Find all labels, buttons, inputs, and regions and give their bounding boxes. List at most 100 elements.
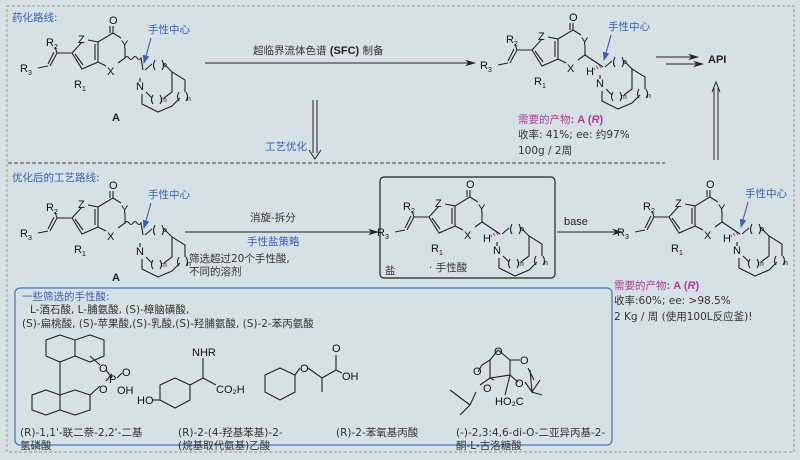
acid1-o3: O [99, 384, 108, 396]
ring-index-m: m [518, 261, 524, 268]
acid4-co2h: HO₂C [495, 396, 524, 408]
sfc-arrow-label: 超临界流体色谱 (SFC) 制备 [253, 44, 384, 57]
ring-index-n: n [544, 260, 548, 267]
chiral-center-label: 手性中心 [148, 23, 190, 36]
y-atom: Y [581, 36, 589, 48]
r2-atom: R2 [643, 201, 655, 215]
r3-atom: R3 [617, 227, 629, 241]
stereo-h-atom: H [483, 233, 491, 245]
process-optimization-label: 工艺优化 [265, 140, 307, 153]
carbonyl-o-atom: O [466, 179, 475, 191]
z-atom: Z [435, 198, 442, 210]
acids-list-line-2: (S)-扁桃酸, (S)-苹果酸,(S)-乳酸,(S)-羟脯氨酸, (S)-2-… [22, 317, 314, 330]
screening-note-2: 不同的溶剂 [189, 265, 242, 278]
ring-index-n: n [647, 93, 651, 100]
acid4-o3: O [473, 366, 482, 378]
y-atom: Y [121, 39, 129, 51]
z-atom: Z [538, 31, 545, 43]
z-atom: Z [675, 198, 682, 210]
compound-a-label-process: A [112, 272, 120, 284]
n-atom: N [493, 245, 501, 257]
acid1-name-2: 氢磷酸 [20, 439, 52, 452]
medchem-throughput: 100g / 2周 [518, 145, 572, 157]
hydroxyphenylglycine-structure [159, 358, 217, 409]
r2-atom: R2 [506, 34, 518, 48]
acid2-name-2: (烷基取代氨基)乙酸 [178, 439, 271, 452]
y-atom: Y [718, 203, 726, 215]
r3-atom: R3 [20, 228, 32, 242]
ring-index-o: o [760, 226, 764, 233]
binol-phosphoric-acid-structure [31, 334, 113, 416]
chiral-acid-label: · 手性酸 [429, 261, 468, 274]
ring-index-m: m [758, 261, 764, 268]
acid1-o1: O [99, 363, 108, 375]
x-atom: X [464, 230, 472, 242]
compound-a-label: A [112, 112, 120, 124]
acid1-oh: OH [117, 385, 134, 397]
acid4-o4: O [483, 383, 492, 395]
z-atom: Z [78, 34, 85, 46]
r2-atom: R2 [403, 201, 415, 215]
ring-index-n: n [187, 96, 191, 103]
acids-box-title: 一些筛选的手性酸: [22, 290, 110, 303]
n-atom: N [136, 246, 144, 258]
acid4-o2: O [520, 355, 529, 367]
acid1-name-1: (R)-1,1'-联二萘-2,2'-二基 [20, 426, 143, 439]
chiral-salt-strategy-label: 手性盐策略 [247, 235, 300, 248]
acid4-o1: O [494, 346, 503, 358]
x-atom: X [107, 231, 115, 243]
acid2-name-1: (R)-2-(4-羟基苯基)-2- [178, 426, 283, 439]
carbonyl-o-atom: O [569, 12, 578, 24]
acid3-carbonyl-o: O [332, 343, 341, 355]
phenoxypropionic-acid-structure [264, 355, 343, 401]
carbonyl-o-atom: O [109, 180, 118, 192]
r1-atom: R1 [671, 243, 683, 257]
r1-atom: R1 [534, 76, 546, 90]
resolution-label: 消旋-拆分 [250, 211, 296, 224]
ring-index-o: o [163, 62, 167, 69]
chiral-center-label: 手性中心 [608, 20, 650, 33]
ring-index-m: m [161, 262, 167, 269]
r3-atom: R3 [480, 60, 492, 74]
x-atom: X [107, 66, 115, 78]
medchem-route-label: 药化路线: [12, 11, 58, 24]
acid4-o5: O [515, 378, 524, 390]
acid3-name: (R)-2-苯氧基丙酸 [336, 426, 419, 439]
z-atom: Z [78, 199, 85, 211]
r2-atom: R2 [46, 202, 58, 216]
process-yield: 收率:60%; ee: >98.5% [614, 294, 731, 307]
optimized-route-label: 优化后的工艺路线: [12, 171, 100, 184]
process-to-api-arrow [711, 80, 721, 160]
acid2-nhr: NHR [192, 347, 216, 359]
ring-index-o: o [163, 227, 167, 234]
stereo-h-atom: H [723, 233, 731, 245]
r3-atom: R3 [20, 63, 32, 77]
acid1-p: P [109, 374, 116, 386]
acid2-ho: HO [137, 395, 154, 407]
ring-index-o: o [623, 59, 627, 66]
medchem-yield: 收率: 41%; ee: 约97% [518, 128, 630, 141]
ring-index-n: n [784, 260, 788, 267]
stereo-h-atom: H [586, 66, 594, 78]
r1-atom: R1 [74, 244, 86, 258]
ring-index-o: o [520, 226, 524, 233]
acid4-name-2: 酮-L-古洛糖酸 [456, 439, 522, 452]
acid1-o2: O [122, 367, 131, 379]
base-label: base [564, 216, 588, 228]
acid3-ether-o: O [300, 363, 309, 375]
n-atom: N [136, 81, 144, 93]
ring-index-m: m [161, 97, 167, 104]
r1-atom: R1 [431, 243, 443, 257]
salt-box [379, 176, 556, 279]
process-optimization-arrow [308, 100, 322, 160]
n-atom: N [596, 78, 604, 90]
acid2-co2h: CO₂H [216, 384, 245, 396]
carbonyl-o-atom: O [109, 15, 118, 27]
y-atom: Y [121, 204, 129, 216]
process-product: 需要的产物: A (R) [614, 279, 699, 292]
